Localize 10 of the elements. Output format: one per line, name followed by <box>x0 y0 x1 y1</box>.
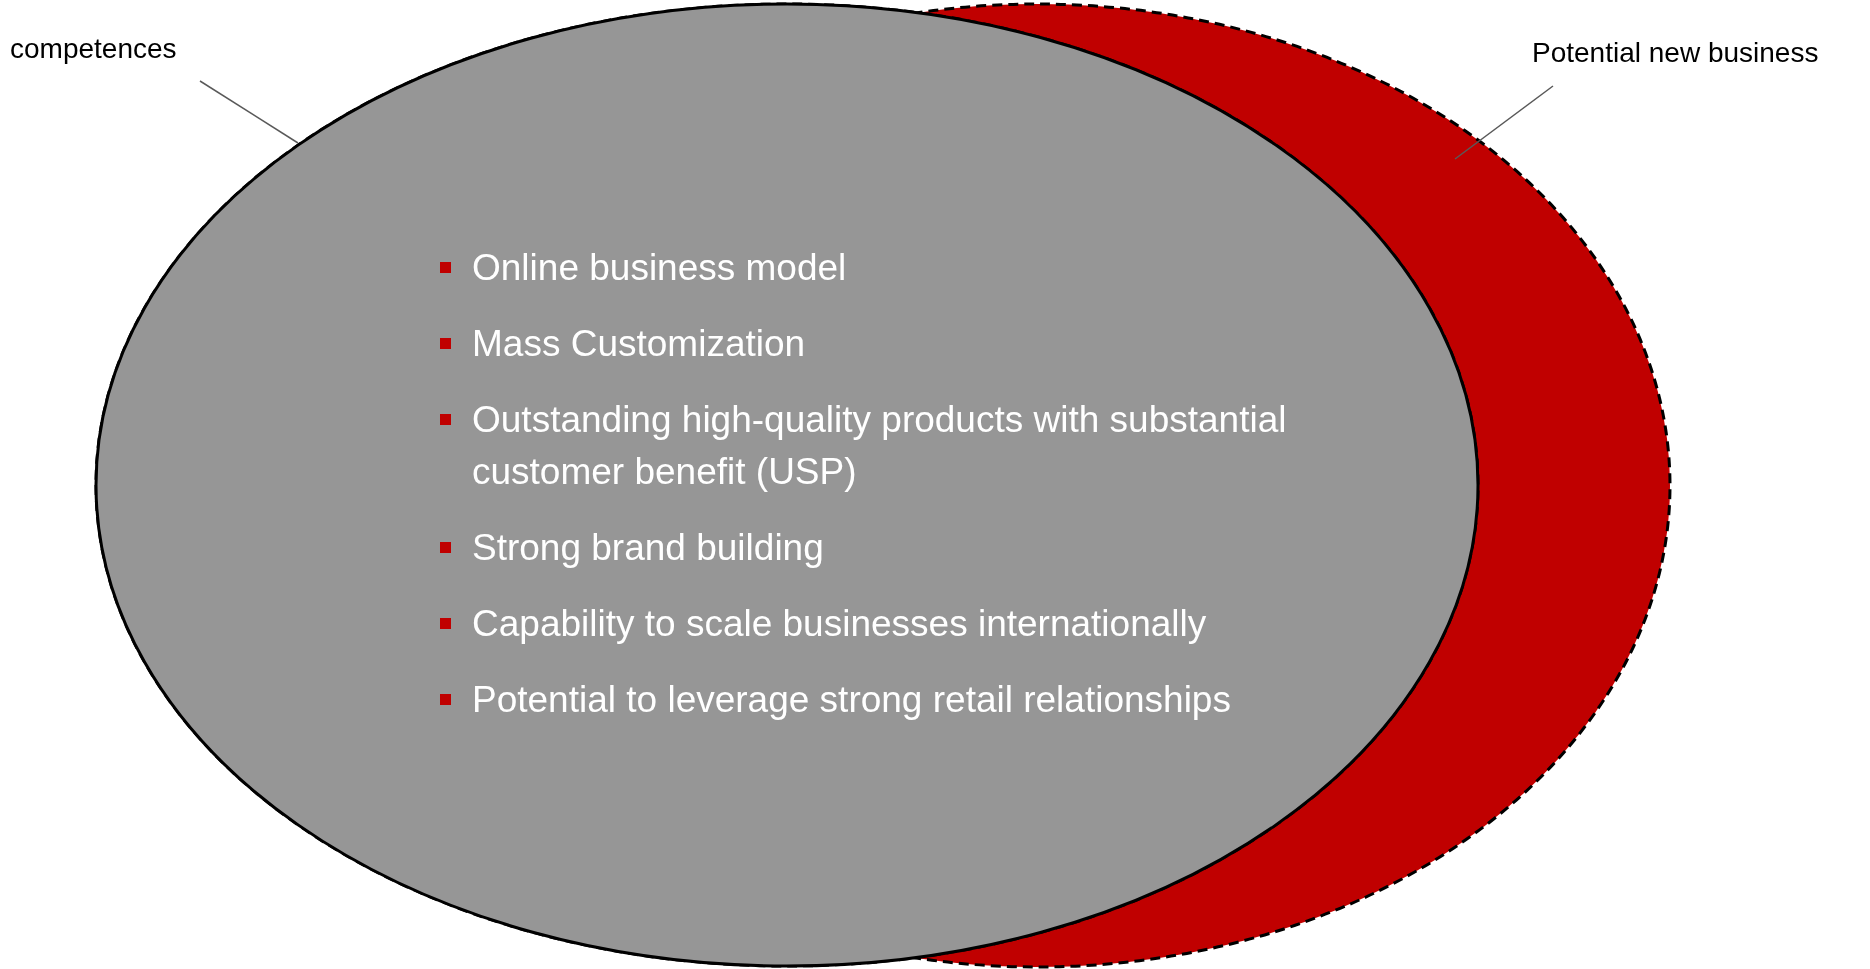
leader-line <box>199 80 299 144</box>
bullet-text: Mass Customization <box>472 323 806 364</box>
bullet-text: Capability to scale businesses internationally <box>472 603 1207 644</box>
bullet-text: Outstanding high-quality products with substantial customer benefit (USP) <box>472 399 1287 492</box>
callout-label: Potential new business <box>1532 36 1819 70</box>
callout-label: competences <box>10 32 177 66</box>
bullet-text: Potential to leverage strong retail relationships <box>472 679 1231 720</box>
leader-line <box>1454 85 1554 160</box>
bullet-text: Strong brand building <box>472 527 824 568</box>
bullet-text: Online business model <box>472 247 847 288</box>
